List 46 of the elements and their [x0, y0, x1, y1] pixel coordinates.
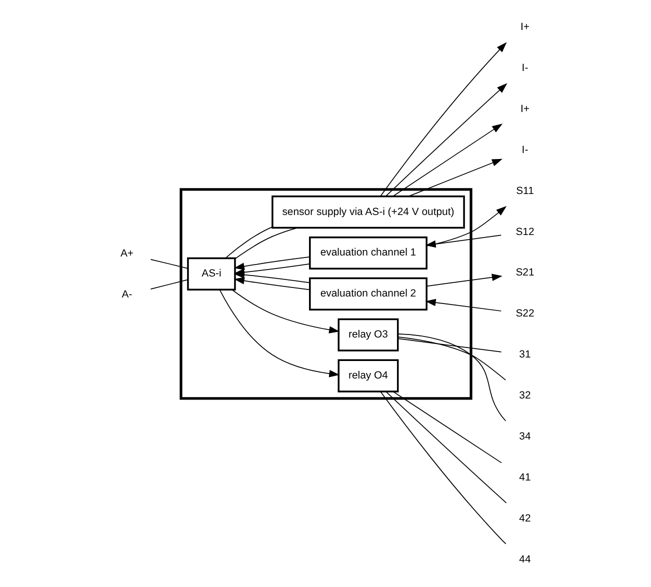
arrow	[379, 42, 506, 197]
node-text: I-	[521, 63, 528, 74]
node-text: A+	[120, 248, 134, 260]
node-box: evaluation channel 2	[308, 277, 427, 310]
arrow	[218, 289, 340, 378]
node-text: I-	[521, 144, 528, 156]
arrow	[384, 83, 507, 197]
node-text: S11	[516, 186, 534, 197]
connector	[396, 338, 502, 352]
node-box: AS-i	[186, 257, 236, 290]
node-text: 31	[518, 350, 530, 361]
connector	[150, 258, 188, 269]
arrow	[233, 256, 310, 270]
connector	[224, 226, 272, 258]
arrow	[426, 206, 506, 246]
arrow	[233, 271, 310, 284]
arrow	[392, 124, 502, 197]
node-box: evaluation channel 1	[308, 236, 427, 270]
arrow	[233, 277, 310, 290]
node-text: 32	[518, 390, 530, 402]
node-box: relay O3	[337, 318, 398, 352]
connector	[385, 391, 506, 504]
arrow	[230, 289, 340, 334]
node-text: I+	[520, 104, 529, 116]
node-text: 44	[518, 554, 530, 566]
node-text: S22	[515, 308, 534, 320]
arrow	[408, 158, 502, 197]
node-text: I+	[520, 22, 529, 34]
connector	[392, 391, 502, 464]
connector	[380, 391, 506, 544]
node-box: sensor supply via AS-i (+24 V output)	[271, 196, 464, 229]
node-text: S21	[515, 268, 534, 279]
arrow	[424, 298, 502, 312]
node-text: 42	[518, 513, 530, 524]
node-text: A-	[121, 290, 132, 301]
node-text: S12	[515, 226, 534, 238]
connector	[150, 279, 188, 290]
arrow	[424, 234, 502, 248]
node-box: relay O4	[337, 359, 398, 392]
cluster	[179, 188, 472, 400]
arrow	[426, 274, 502, 287]
node-text: 34	[518, 431, 530, 442]
connector	[397, 334, 506, 422]
node-text: 41	[518, 472, 530, 484]
connector	[396, 336, 506, 381]
connector	[234, 227, 298, 260]
